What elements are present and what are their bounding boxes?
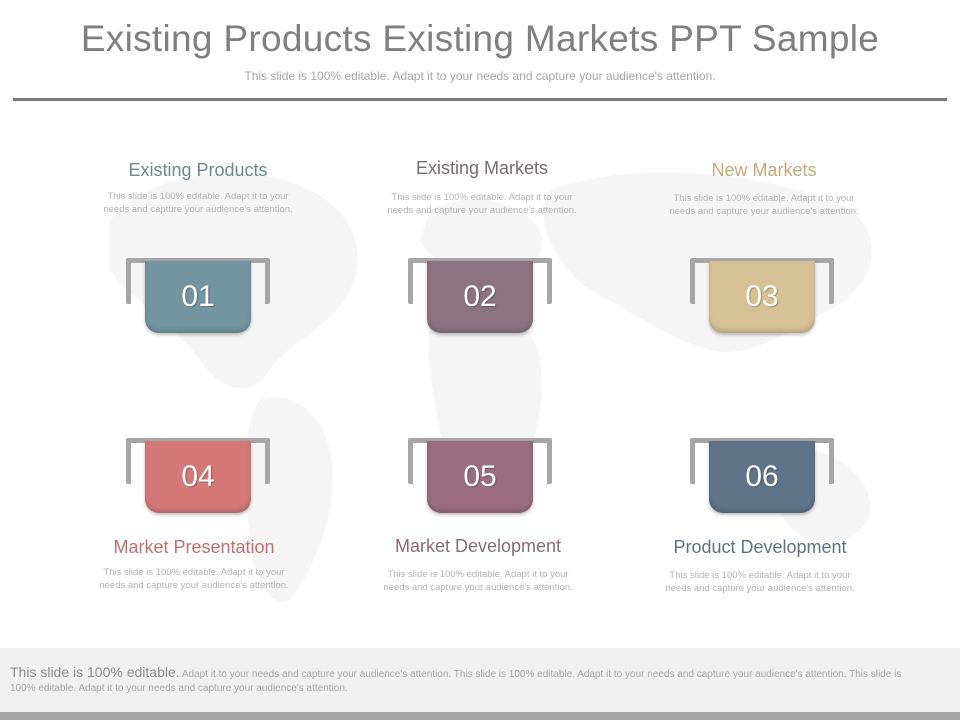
badge-number: 05 bbox=[463, 460, 497, 493]
item-description-6: This slide is 100% editable. Adapt it to… bbox=[665, 570, 855, 594]
item-heading-6: Product Development bbox=[673, 537, 847, 557]
footer-panel bbox=[0, 648, 960, 712]
item-heading-1: Existing Products bbox=[128, 160, 268, 180]
badge-number: 03 bbox=[745, 280, 779, 313]
badge-tile: 02 bbox=[427, 261, 533, 333]
badge-tile: 01 bbox=[145, 261, 251, 333]
number-badge-4: 04 bbox=[126, 438, 270, 514]
badge-frame bbox=[408, 438, 552, 484]
item-description-1: This slide is 100% editable. Adapt it to… bbox=[103, 191, 293, 215]
number-badge-3: 03 bbox=[690, 258, 834, 334]
number-badge-1: 01 bbox=[126, 258, 270, 334]
number-badge-2: 02 bbox=[408, 258, 552, 334]
badge-number: 06 bbox=[745, 460, 779, 493]
item-description-3: This slide is 100% editable. Adapt it to… bbox=[669, 193, 859, 217]
footer-lead: This slide is 100% editable. bbox=[10, 664, 180, 680]
badge-frame bbox=[126, 438, 270, 484]
badge-tile: 04 bbox=[145, 441, 251, 513]
badge-number: 04 bbox=[181, 460, 215, 493]
badge-number: 01 bbox=[181, 280, 215, 313]
footer-text: This slide is 100% editable. Adapt it to… bbox=[10, 665, 910, 696]
badge-tile: 05 bbox=[427, 441, 533, 513]
badge-frame bbox=[690, 438, 834, 484]
number-badge-6: 06 bbox=[690, 438, 834, 514]
item-heading-2: Existing Markets bbox=[415, 158, 549, 178]
slide-subtitle: This slide is 100% editable. Adapt it to… bbox=[244, 69, 716, 83]
item-heading-4: Market Presentation bbox=[113, 537, 275, 557]
badge-tile: 06 bbox=[709, 441, 815, 513]
number-badge-5: 05 bbox=[408, 438, 552, 514]
item-heading-3: New Markets bbox=[711, 160, 817, 180]
badge-tile: 03 bbox=[709, 261, 815, 333]
footer-bar bbox=[0, 712, 960, 720]
title-divider bbox=[13, 98, 947, 101]
badge-number: 02 bbox=[463, 280, 497, 313]
item-description-4: This slide is 100% editable. Adapt it to… bbox=[99, 567, 289, 591]
item-heading-5: Market Development bbox=[394, 536, 562, 556]
item-description-2: This slide is 100% editable. Adapt it to… bbox=[387, 192, 577, 216]
slide-title: Existing Products Existing Markets PPT S… bbox=[80, 18, 880, 59]
footer-body: Adapt it to your needs and capture your … bbox=[10, 669, 902, 694]
badge-frame bbox=[126, 258, 270, 304]
badge-frame bbox=[408, 258, 552, 304]
badge-frame bbox=[690, 258, 834, 304]
item-description-5: This slide is 100% editable. Adapt it to… bbox=[383, 569, 573, 593]
